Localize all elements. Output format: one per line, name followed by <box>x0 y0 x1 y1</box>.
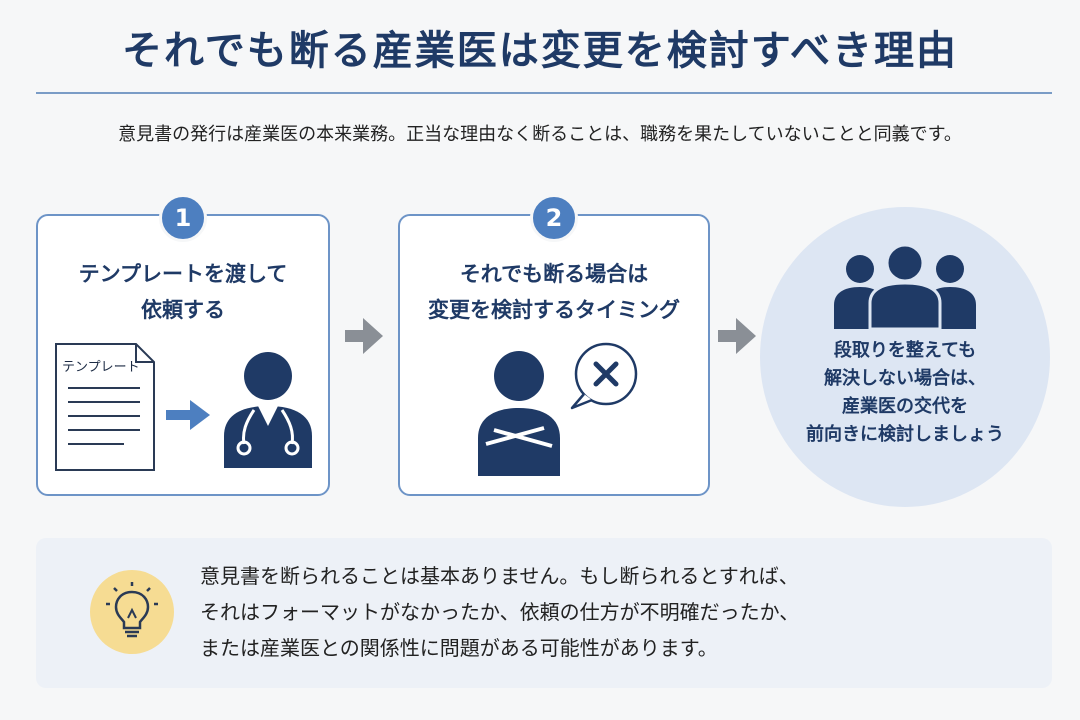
conclusion-line-4: 前向きに検討しましょう <box>806 424 1004 445</box>
arrow-right-icon <box>345 318 383 354</box>
note-line-1: 意見書を断られることは基本ありません。もし断られるとすれば、 <box>200 564 799 588</box>
step-2-title-line-2: 変更を検討するタイミング <box>428 298 680 322</box>
note-line-2: それはフォーマットがなかったか、依頼の仕方が不明確だったか、 <box>200 600 800 624</box>
page-title: それでも断る産業医は変更を検討すべき理由 <box>122 28 958 74</box>
step-1-card: 1 テンプレートを渡して 依頼する テンプレート <box>36 194 330 496</box>
page-subtitle: 意見書の発行は産業医の本来業務。正当な理由なく断ることは、職務を果たしていないこ… <box>118 124 962 145</box>
conclusion-line-2: 解決しない場合は、 <box>824 368 986 389</box>
step-1-title: テンプレートを渡して 依頼する <box>38 256 328 328</box>
document-icon <box>55 343 155 471</box>
note-text: 意見書を断られることは基本ありません。もし断られるとすれば、 それはフォーマット… <box>200 558 799 666</box>
step-1-badge: 1 <box>159 194 207 242</box>
note-line-3: または産業医との関係性に問題がある可能性があります。 <box>200 636 718 660</box>
step-1-title-line-1: テンプレートを渡して <box>78 262 288 286</box>
conclusion-line-1: 段取りを整えても <box>833 340 977 361</box>
step-2-title-line-1: それでも断る場合は <box>459 262 649 286</box>
arrow-right-icon <box>166 400 210 430</box>
arrow-right-icon <box>718 318 756 354</box>
conclusion-circle: 段取りを整えても 解決しない場合は、 産業医の交代を 前向きに検討しましょう <box>760 207 1050 507</box>
lightbulb-icon <box>106 582 158 638</box>
step-2-title: それでも断る場合は 変更を検討するタイミング <box>400 256 708 328</box>
step-2-badge: 2 <box>530 194 578 242</box>
refusal-bubble-icon <box>570 342 638 410</box>
conclusion-text: 段取りを整えても 解決しない場合は、 産業医の交代を 前向きに検討しましょう <box>760 337 1050 449</box>
step-2-card: 2 それでも断る場合は 変更を検討するタイミング <box>398 194 710 496</box>
title-divider <box>36 92 1052 94</box>
person-crossed-arms-icon <box>478 351 560 476</box>
note-box: 意見書を断られることは基本ありません。もし断られるとすれば、 それはフォーマット… <box>36 538 1052 688</box>
group-icon <box>834 243 976 329</box>
lightbulb-icon-bg <box>90 570 174 654</box>
doctor-icon <box>224 352 312 468</box>
step-1-title-line-2: 依頼する <box>141 298 225 322</box>
conclusion-line-3: 産業医の交代を <box>842 396 968 417</box>
document-label: テンプレート <box>62 360 140 375</box>
